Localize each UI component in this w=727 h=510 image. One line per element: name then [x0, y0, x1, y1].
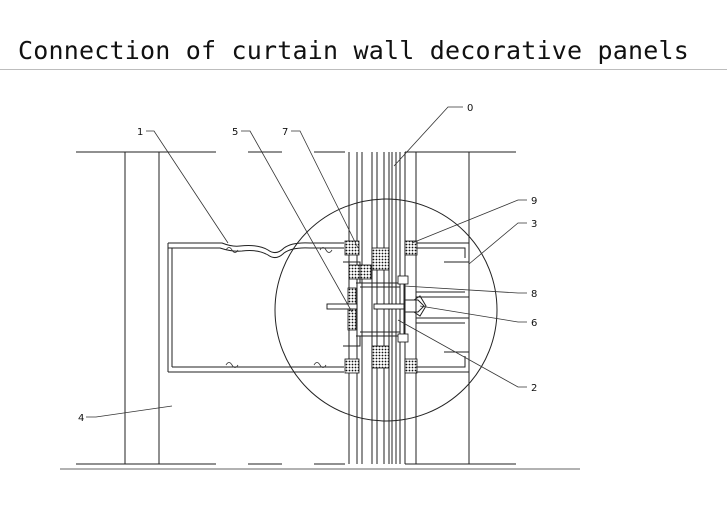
- connector-profile: [326, 261, 427, 347]
- callout-8: 8: [531, 289, 537, 300]
- mullion-lines: [348, 152, 470, 464]
- detail-circle: [274, 198, 498, 422]
- structure-outline: [60, 151, 580, 470]
- callout-5: 5: [232, 127, 238, 138]
- decorative-panel: [167, 242, 344, 373]
- callout-9: 9: [531, 196, 537, 207]
- page-title: Connection of curtain wall decorative pa…: [18, 36, 690, 65]
- glass-frame-profile: [416, 242, 470, 373]
- title-divider: [0, 69, 727, 70]
- callout-1: 1: [137, 127, 143, 138]
- callout-7: 7: [282, 127, 288, 138]
- callout-2: 2: [531, 383, 537, 394]
- callout-6: 6: [531, 318, 537, 329]
- callout-0: 0: [467, 103, 473, 114]
- leader-lines: [86, 106, 527, 418]
- callout-4: 4: [78, 413, 84, 424]
- callout-labels: 0 1 5 7 9 3 8 6 2 4: [78, 103, 537, 424]
- callout-3: 3: [531, 219, 537, 230]
